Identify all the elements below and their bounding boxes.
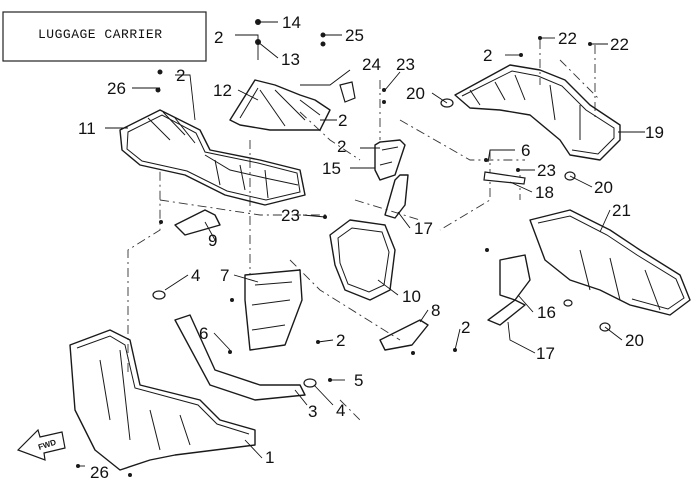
callout-7: 7 [220,266,229,285]
callout-2-plate: 2 [337,137,346,156]
small-bracket-24 [339,81,356,103]
bracket-16 [487,254,531,326]
callout-23-top: 23 [396,55,415,74]
plate-18 [483,171,526,185]
callout-16: 16 [537,303,556,322]
callout-2-front-rack: 2 [176,66,185,85]
callout-13: 13 [281,50,300,69]
callout-25: 25 [345,26,364,45]
callout-6-front: 6 [199,324,208,343]
centre-bracket-12 [229,79,331,131]
callout-2-stay: 2 [336,331,345,350]
front-lower-rack-1 [69,329,256,471]
callout-23-rear: 23 [537,161,556,180]
callout-2-top: 2 [214,28,223,47]
title-frame [2,11,207,62]
callout-12: 12 [213,81,232,100]
rear-upper-rack-19 [454,64,621,161]
diagram-title: LUGGAGE CARRIER [38,27,163,42]
callout-26-top: 26 [107,79,126,98]
brace-9 [174,209,221,236]
callout-8: 8 [431,301,440,320]
side-plate-15 [374,139,406,181]
strut-8 [379,319,429,351]
callout-23-mid: 23 [281,206,300,225]
callout-2-centre: 2 [338,111,347,130]
callout-11: 11 [78,119,96,138]
callout-3: 3 [308,402,317,421]
rear-lower-rack-21 [529,209,691,316]
callout-21: 21 [612,201,631,220]
assembly-guide-lines [127,40,601,421]
callout-19: 19 [645,123,664,142]
callout-20-mid: 20 [594,178,613,197]
fwd-arrow-icon: FWD [16,428,66,461]
callout-1: 1 [265,448,274,467]
callout-20-lower: 20 [625,331,644,350]
leader-lines [78,21,645,467]
callout-2-rear-rack: 2 [483,46,492,65]
callout-labels: 1 2 2 2 2 2 2 2 3 4 4 5 6 6 7 8 9 10 11 … [78,13,664,482]
callout-9: 9 [208,231,217,250]
callout-24: 24 [362,55,381,74]
callout-5: 5 [354,371,363,390]
callout-22-right: 22 [610,35,629,54]
callout-22-left: 22 [558,29,577,48]
centre-stay-7 [244,269,303,351]
callout-2-strut: 2 [461,318,470,337]
lower-stay-3 [174,314,306,401]
callout-10: 10 [402,287,421,306]
callout-20-upper: 20 [406,84,425,103]
callout-14: 14 [282,13,301,32]
front-upper-rack-11 [119,109,306,206]
callout-18: 18 [535,183,554,202]
callout-6-rear: 6 [521,141,530,160]
callout-4-lower: 4 [336,401,345,420]
fasteners [76,19,611,477]
title-block: LUGGAGE CARRIER [2,11,207,62]
side-frame-10 [329,219,396,301]
callout-15: 15 [322,159,341,178]
callout-4-upper: 4 [191,266,200,285]
callout-17-lower: 17 [536,344,555,363]
callout-17-upper: 17 [414,219,433,238]
callout-26-bottom: 26 [90,463,109,482]
strut-17-upper [384,174,409,219]
